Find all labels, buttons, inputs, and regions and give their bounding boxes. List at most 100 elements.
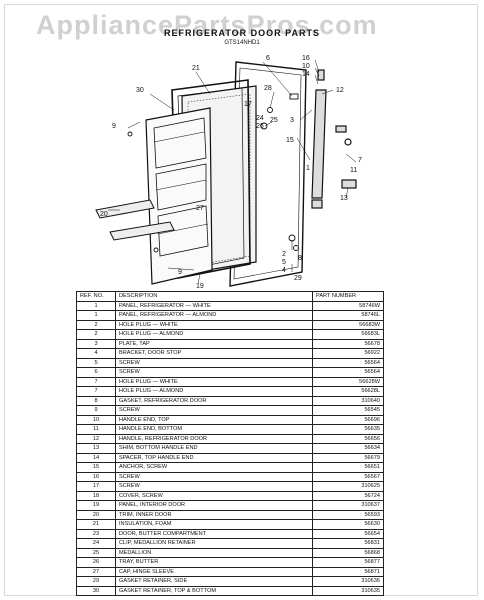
callout-29: 29: [294, 275, 302, 282]
ref-cell: 9: [76, 405, 116, 416]
callout-24: 24: [256, 115, 264, 122]
hardware-parts: [127, 93, 299, 253]
ref-cell: 27: [76, 566, 116, 577]
model-number: GTS14NHD1: [224, 40, 260, 46]
part-number-cell: 56678: [312, 338, 384, 349]
part-number-cell: 56635: [312, 424, 384, 435]
part-number-cell: 58746W: [312, 300, 384, 311]
part-number-cell: 56696: [312, 414, 384, 425]
callout-1: 1: [306, 165, 310, 172]
callout-25: 25: [270, 117, 278, 124]
ref-cell: 26: [76, 557, 116, 568]
part-number-cell: 56628L: [312, 386, 384, 397]
callout-5: 5: [282, 259, 286, 266]
ref-cell: 18: [76, 490, 116, 501]
ref-cell: 23: [76, 528, 116, 539]
description-cell: SHIM, BOTTOM HANDLE END: [115, 443, 313, 454]
description-cell: SCREW: [115, 357, 313, 368]
header-ref: REF. NO.: [76, 291, 116, 302]
description-cell: PLATE, TAP: [115, 338, 313, 349]
part-number-cell: 56683L: [312, 329, 384, 340]
ref-cell: 13: [76, 443, 116, 454]
callout-14: 14: [302, 71, 310, 78]
callout-2: 2: [282, 251, 286, 258]
description-cell: MEDALLION: [115, 547, 313, 558]
description-cell: SPACER, TOP HANDLE END: [115, 452, 313, 463]
ref-cell: 12: [76, 433, 116, 444]
part-number-cell: 56628W: [312, 376, 384, 387]
ref-cell: 4: [76, 348, 116, 359]
callout-26: 26: [256, 123, 264, 130]
description-cell: GASKET RETAINER, SIDE: [115, 576, 313, 587]
page-frame: [4, 4, 478, 596]
part-number-cell: 56877: [312, 557, 384, 568]
ref-cell: 5: [76, 357, 116, 368]
callout-11: 11: [350, 167, 357, 174]
callout-9: 9: [112, 123, 116, 130]
ref-cell: 20: [76, 509, 116, 520]
callout-28: 28: [264, 85, 272, 92]
callout-15: 15: [286, 137, 294, 144]
part-number-cell: 56564: [312, 367, 384, 378]
leader-lines: [108, 59, 357, 285]
part-number-cell: 56679: [312, 452, 384, 463]
part-number-cell: 56683W: [312, 319, 384, 330]
description-cell: HOLE PLUG — ALMOND: [115, 329, 313, 340]
description-cell: DOOR, BUTTER COMPARTMENT: [115, 528, 313, 539]
page-title: REFRIGERATOR DOOR PARTS: [163, 28, 320, 38]
header-description: DESCRIPTION: [115, 291, 313, 302]
part-number-cell: 56593: [312, 509, 384, 520]
description-cell: HANDLE END, BOTTOM: [115, 424, 313, 435]
part-number-cell: 56871: [312, 566, 384, 577]
description-cell: ANCHOR, SCREW: [115, 462, 313, 473]
ref-cell: 2: [76, 329, 116, 340]
description-cell: SCREW: [115, 367, 313, 378]
description-cell: TRAY, BUTTER: [115, 557, 313, 568]
trim-pieces: [95, 199, 175, 241]
ref-cell: 3: [76, 338, 116, 349]
callout-6: 6: [266, 55, 270, 62]
part-number-cell: 56656: [312, 433, 384, 444]
ref-cell: 7: [76, 376, 116, 387]
callout-10: 10: [302, 63, 310, 70]
description-cell: PANEL, REFRIGERATOR — ALMOND: [115, 310, 313, 321]
description-cell: CLIP, MEDALLION RETAINER: [115, 538, 313, 549]
part-number-cell: 56634: [312, 443, 384, 454]
description-cell: PANEL, INTERIOR DOOR: [115, 500, 313, 511]
description-cell: HOLE PLUG — ALMOND: [115, 386, 313, 397]
callout-13: 13: [340, 195, 348, 202]
ref-cell: 8: [76, 395, 116, 406]
part-number-cell: 310636: [312, 576, 384, 587]
callout-3: 3: [290, 117, 294, 124]
ref-cell: 1: [76, 310, 116, 321]
description-cell: SCREW: [115, 481, 313, 492]
part-number-cell: 56567: [312, 471, 384, 482]
callout-17: 17: [244, 101, 252, 108]
part-number-cell: 310625: [312, 481, 384, 492]
description-cell: HANDLE END, TOP: [115, 414, 313, 425]
callout-8: 8: [298, 255, 302, 262]
part-number-cell: 56630: [312, 519, 384, 530]
header-part-number: PART NUMBER: [312, 291, 384, 302]
part-number-cell: 56724: [312, 490, 384, 501]
site-watermark: AppliancePartsPros.com: [36, 10, 378, 40]
ref-cell: 1: [76, 300, 116, 311]
description-cell: CAP, HINGE SLEEVE: [115, 566, 313, 577]
ref-cell: 17: [76, 481, 116, 492]
ref-cell: 19: [76, 500, 116, 511]
callout-30: 30: [136, 87, 144, 94]
